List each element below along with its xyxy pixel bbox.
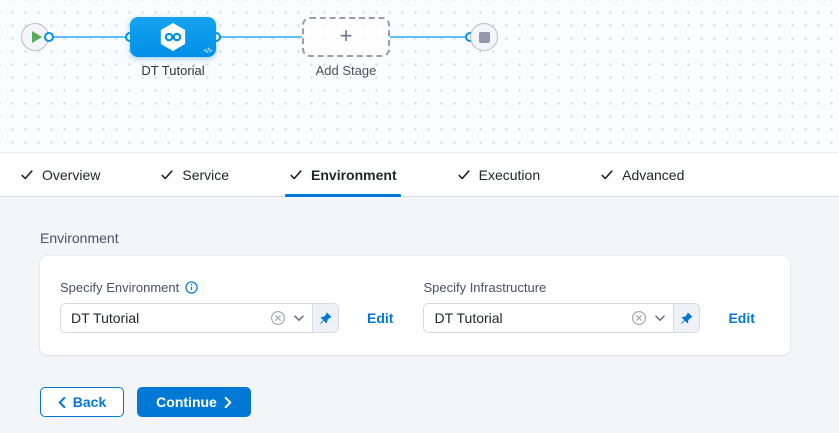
tab-service[interactable]: Service — [156, 153, 233, 196]
connector-port — [44, 32, 54, 42]
edge-line — [49, 36, 130, 38]
check-icon — [290, 169, 302, 179]
chevron-down-icon[interactable] — [655, 314, 666, 322]
edit-environment-link[interactable]: Edit — [367, 310, 394, 326]
plus-icon: + — [339, 23, 353, 48]
environment-select-value: DT Tutorial — [71, 310, 140, 326]
clear-icon[interactable] — [270, 310, 286, 326]
pipeline-end-node — [470, 23, 498, 51]
pipeline-canvas[interactable]: </> DT Tutorial + Add Stage — [0, 0, 839, 152]
stage-node-label: DT Tutorial — [141, 63, 205, 78]
tab-label: Service — [182, 166, 230, 183]
environment-select[interactable]: DT Tutorial — [60, 303, 313, 333]
tab-label: Advanced — [622, 166, 685, 183]
pin-button[interactable] — [673, 303, 701, 333]
infrastructure-select[interactable]: DT Tutorial — [423, 303, 675, 333]
tab-execution[interactable]: Execution — [453, 153, 544, 196]
deploy-hexagon-icon — [160, 23, 186, 51]
environment-field-group: Specify Environment DT Tutorial — [60, 280, 393, 355]
play-icon — [31, 31, 42, 43]
check-icon — [601, 169, 613, 179]
stop-icon — [478, 31, 490, 43]
add-stage-button[interactable]: + — [302, 17, 390, 57]
tab-label: Environment — [311, 166, 397, 183]
pin-button[interactable] — [312, 303, 339, 333]
tab-label: Overview — [42, 166, 101, 183]
stage-tabbar: Overview Service Environment Execution A… — [0, 152, 839, 197]
tab-label: Execution — [478, 166, 541, 183]
pin-icon — [681, 312, 693, 324]
environment-card: Specify Environment DT Tutorial — [40, 256, 790, 355]
edit-infrastructure-link[interactable]: Edit — [728, 310, 755, 326]
continue-button[interactable]: Continue — [137, 387, 251, 417]
tab-environment[interactable]: Environment — [285, 153, 401, 197]
code-icon: </> — [203, 48, 212, 55]
stage-node-dt-tutorial[interactable]: </> — [130, 17, 216, 57]
field-label: Specify Infrastructure — [423, 280, 547, 295]
pin-icon — [320, 312, 332, 324]
chevron-left-icon — [58, 396, 66, 408]
tab-overview[interactable]: Overview — [16, 153, 104, 196]
clear-icon[interactable] — [631, 310, 647, 326]
check-icon — [161, 169, 173, 179]
edge-line — [216, 36, 302, 38]
field-label: Specify Environment — [60, 280, 180, 295]
back-button[interactable]: Back — [40, 387, 124, 417]
info-icon[interactable] — [185, 281, 198, 294]
environment-panel: Environment Specify Environment DT Tutor… — [0, 197, 839, 417]
chevron-down-icon[interactable] — [294, 314, 304, 322]
chevron-right-icon — [224, 396, 232, 408]
check-icon — [458, 169, 470, 179]
tab-advanced[interactable]: Advanced — [596, 153, 688, 196]
edge-line — [390, 36, 470, 38]
add-stage-label: Add Stage — [315, 63, 377, 78]
section-title: Environment — [40, 230, 119, 246]
infrastructure-select-value: DT Tutorial — [434, 310, 503, 326]
wizard-footer: Back Continue — [40, 387, 839, 417]
infrastructure-field-group: Specify Infrastructure DT Tutorial — [423, 280, 755, 355]
check-icon — [21, 169, 33, 179]
